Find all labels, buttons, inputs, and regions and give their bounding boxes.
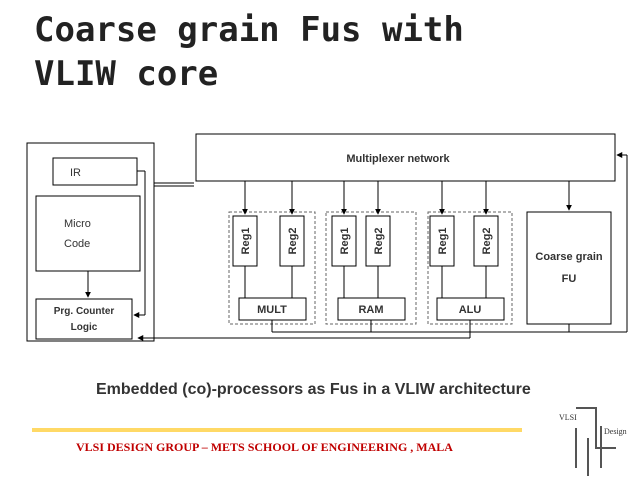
ram-reg2-label: Reg2 — [373, 228, 385, 255]
alu-reg2-box — [473, 215, 499, 267]
multiplexer-network-label: Multiplexer network — [346, 153, 450, 165]
control-unit-box — [26, 142, 155, 342]
micro-label: Micro — [64, 218, 91, 230]
ram-reg1-label: Reg1 — [339, 228, 351, 255]
logic-label: Logic — [71, 322, 98, 333]
prg-counter-box — [35, 298, 133, 340]
fu-label: FU — [562, 273, 577, 285]
title-line-1: Coarse grain Fus with — [34, 10, 464, 50]
mult-reg2-box — [279, 215, 305, 267]
footer-text: VLSI DESIGN GROUP – METS SCHOOL OF ENGIN… — [76, 440, 453, 454]
title-line-2: VLIW core — [34, 54, 219, 94]
ram-reg2-box — [365, 215, 391, 267]
vlsi-design-logo: VLSI Design — [559, 407, 627, 476]
ram-label: RAM — [358, 304, 383, 316]
coarse-grain-label: Coarse grain — [535, 251, 603, 263]
mult-reg1-label: Reg1 — [240, 228, 252, 255]
slide-title: Coarse grain Fus with VLIW core — [34, 8, 464, 96]
alu-label: ALU — [459, 304, 482, 316]
alu-reg1-box — [429, 215, 455, 267]
micro-code-box — [35, 195, 141, 272]
fu-group-alu: Reg1 Reg2 ALU — [427, 211, 513, 325]
footer-rule — [32, 428, 522, 432]
fu-group-mult: Reg1 Reg2 MULT — [228, 211, 316, 325]
coarse-grain-fu-box — [526, 211, 612, 325]
ir-label: IR — [70, 167, 81, 179]
multiplexer-network-box — [195, 133, 616, 182]
ram-reg1-box — [331, 215, 357, 267]
mult-reg2-label: Reg2 — [287, 228, 299, 255]
fu-group-ram: Reg1 Reg2 RAM — [325, 211, 417, 325]
mult-label: MULT — [257, 304, 287, 316]
alu-reg1-label: Reg1 — [437, 228, 449, 255]
diagram-caption: Embedded (co)-processors as Fus in a VLI… — [96, 381, 531, 398]
prg-counter-label: Prg. Counter — [54, 306, 115, 317]
logo-text-design: Design — [604, 427, 627, 436]
logo-text-vlsi: VLSI — [559, 413, 577, 422]
ir-box — [52, 157, 138, 186]
code-label: Code — [64, 238, 90, 250]
alu-reg2-label: Reg2 — [481, 228, 493, 255]
